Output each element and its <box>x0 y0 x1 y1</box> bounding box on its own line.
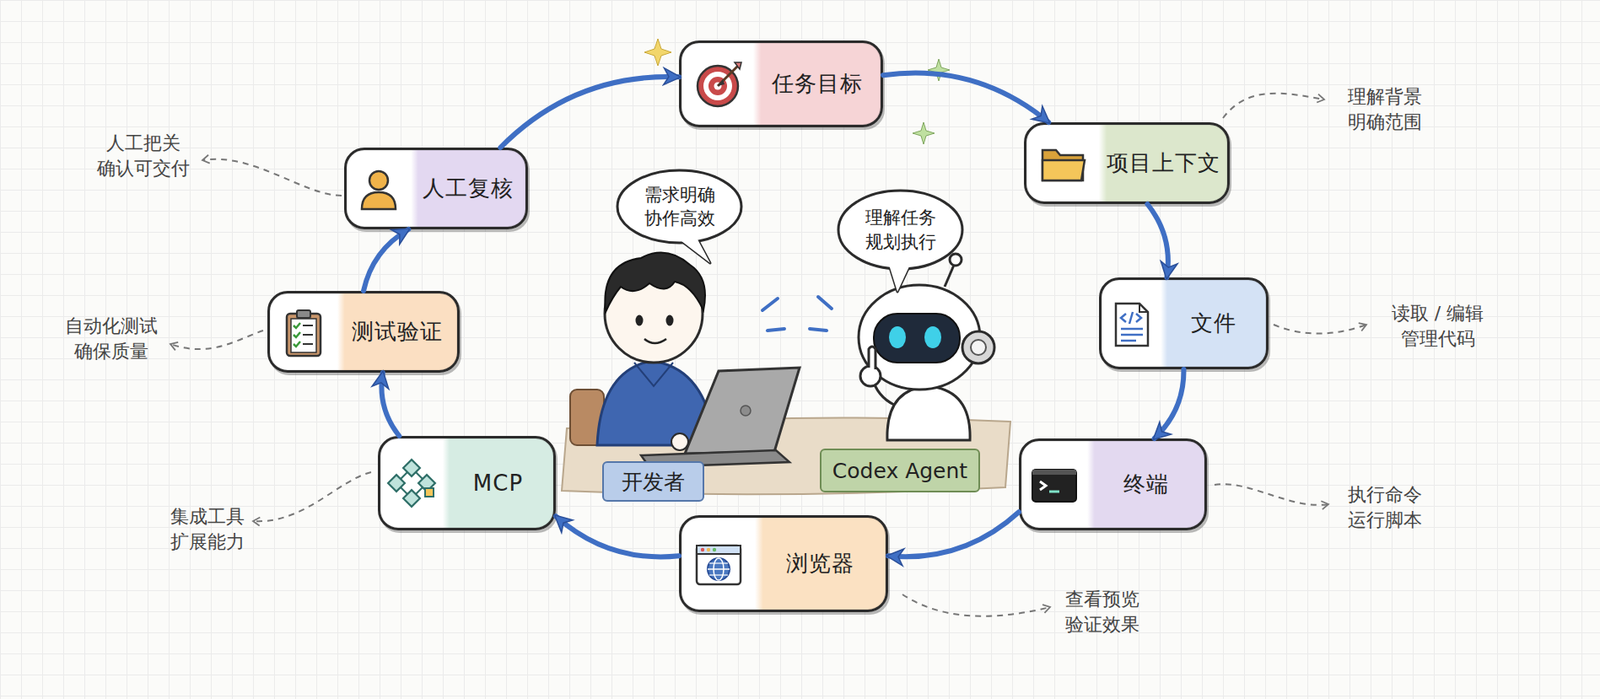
annotation-note: 理解背景 明确范围 <box>1334 84 1436 135</box>
annotation-note: 自动化测试 确保质量 <box>53 313 169 364</box>
bubble-label: 理解任务 规划执行 <box>858 205 943 254</box>
box-icon <box>1037 138 1089 189</box>
flow-arrow <box>888 511 1019 557</box>
bubble-text-area: 理解任务 规划执行 <box>836 188 965 271</box>
flow-arrow <box>555 516 679 557</box>
developer-figure <box>570 253 800 468</box>
box-label: 任务目标 <box>771 69 863 99</box>
box-text-area: 文件 <box>1163 280 1263 367</box>
desk <box>561 418 1011 496</box>
bubble-text-area: 需求明确 协作高效 <box>615 168 744 245</box>
box-icon <box>1028 459 1080 511</box>
process-box: 终端 <box>1018 438 1207 531</box>
box-icon <box>386 457 437 509</box>
process-box: 人工复核 <box>344 147 528 230</box>
box-text-area: 任务目标 <box>757 43 878 125</box>
name-tag: 开发者 <box>602 461 705 502</box>
flow-arrow <box>883 72 1049 123</box>
annotation-note: 执行命令 运行脚本 <box>1334 482 1436 533</box>
speech-bubble: 理解任务 规划执行 <box>836 188 965 271</box>
box-icon <box>692 59 744 110</box>
box-icon <box>278 307 329 358</box>
box-label: MCP <box>473 470 523 496</box>
annotation-note: 读取 / 编辑 管理代码 <box>1368 301 1508 351</box>
flow-arrow <box>500 76 679 148</box>
leader-line <box>170 93 1367 617</box>
process-box: 项目上下文 <box>1023 122 1230 205</box>
box-icon <box>353 163 405 215</box>
process-box: 任务目标 <box>678 40 884 128</box>
robot-figure <box>858 253 995 441</box>
bubble-label: 需求明确 协作高效 <box>637 183 722 232</box>
process-box: 文件 <box>1098 277 1269 370</box>
box-text-area: 人工复核 <box>414 150 523 227</box>
box-label: 终端 <box>1123 469 1170 500</box>
box-icon <box>693 538 744 590</box>
box-label: 测试验证 <box>351 317 443 347</box>
box-label: 人工复核 <box>422 173 514 204</box>
flow-arrow <box>381 372 399 437</box>
tag-label: 开发者 <box>621 468 685 496</box>
sparkle <box>644 38 950 145</box>
name-tag: Codex Agent <box>819 448 981 493</box>
flow-arrow <box>1154 369 1185 439</box>
box-label: 浏览器 <box>786 549 855 579</box>
box-icon <box>1105 298 1157 350</box>
box-label: 项目上下文 <box>1106 148 1221 178</box>
annotation-note: 查看预览 验证效果 <box>1051 587 1153 637</box>
spark-lines <box>762 296 832 331</box>
box-text-area: 项目上下文 <box>1102 124 1224 202</box>
tag-label: Codex Agent <box>832 458 968 484</box>
box-text-area: 终端 <box>1090 441 1202 528</box>
bubble-outline <box>615 168 744 245</box>
flow-arrow <box>363 229 409 291</box>
box-text-area: 测试验证 <box>340 293 454 371</box>
annotation-note: 集成工具 扩展能力 <box>156 504 259 555</box>
speech-bubble: 需求明确 协作高效 <box>615 168 744 245</box>
box-text-area: MCP <box>446 438 550 528</box>
bubble-outline <box>836 188 965 271</box>
annotation-note: 人工把关 确认可交付 <box>84 130 203 181</box>
process-box: 测试验证 <box>267 290 460 373</box>
box-text-area: 浏览器 <box>759 517 883 610</box>
process-box: MCP <box>377 436 556 531</box>
box-label: 文件 <box>1190 308 1237 339</box>
flow-arrow <box>1147 204 1169 278</box>
process-box: 浏览器 <box>678 515 889 613</box>
